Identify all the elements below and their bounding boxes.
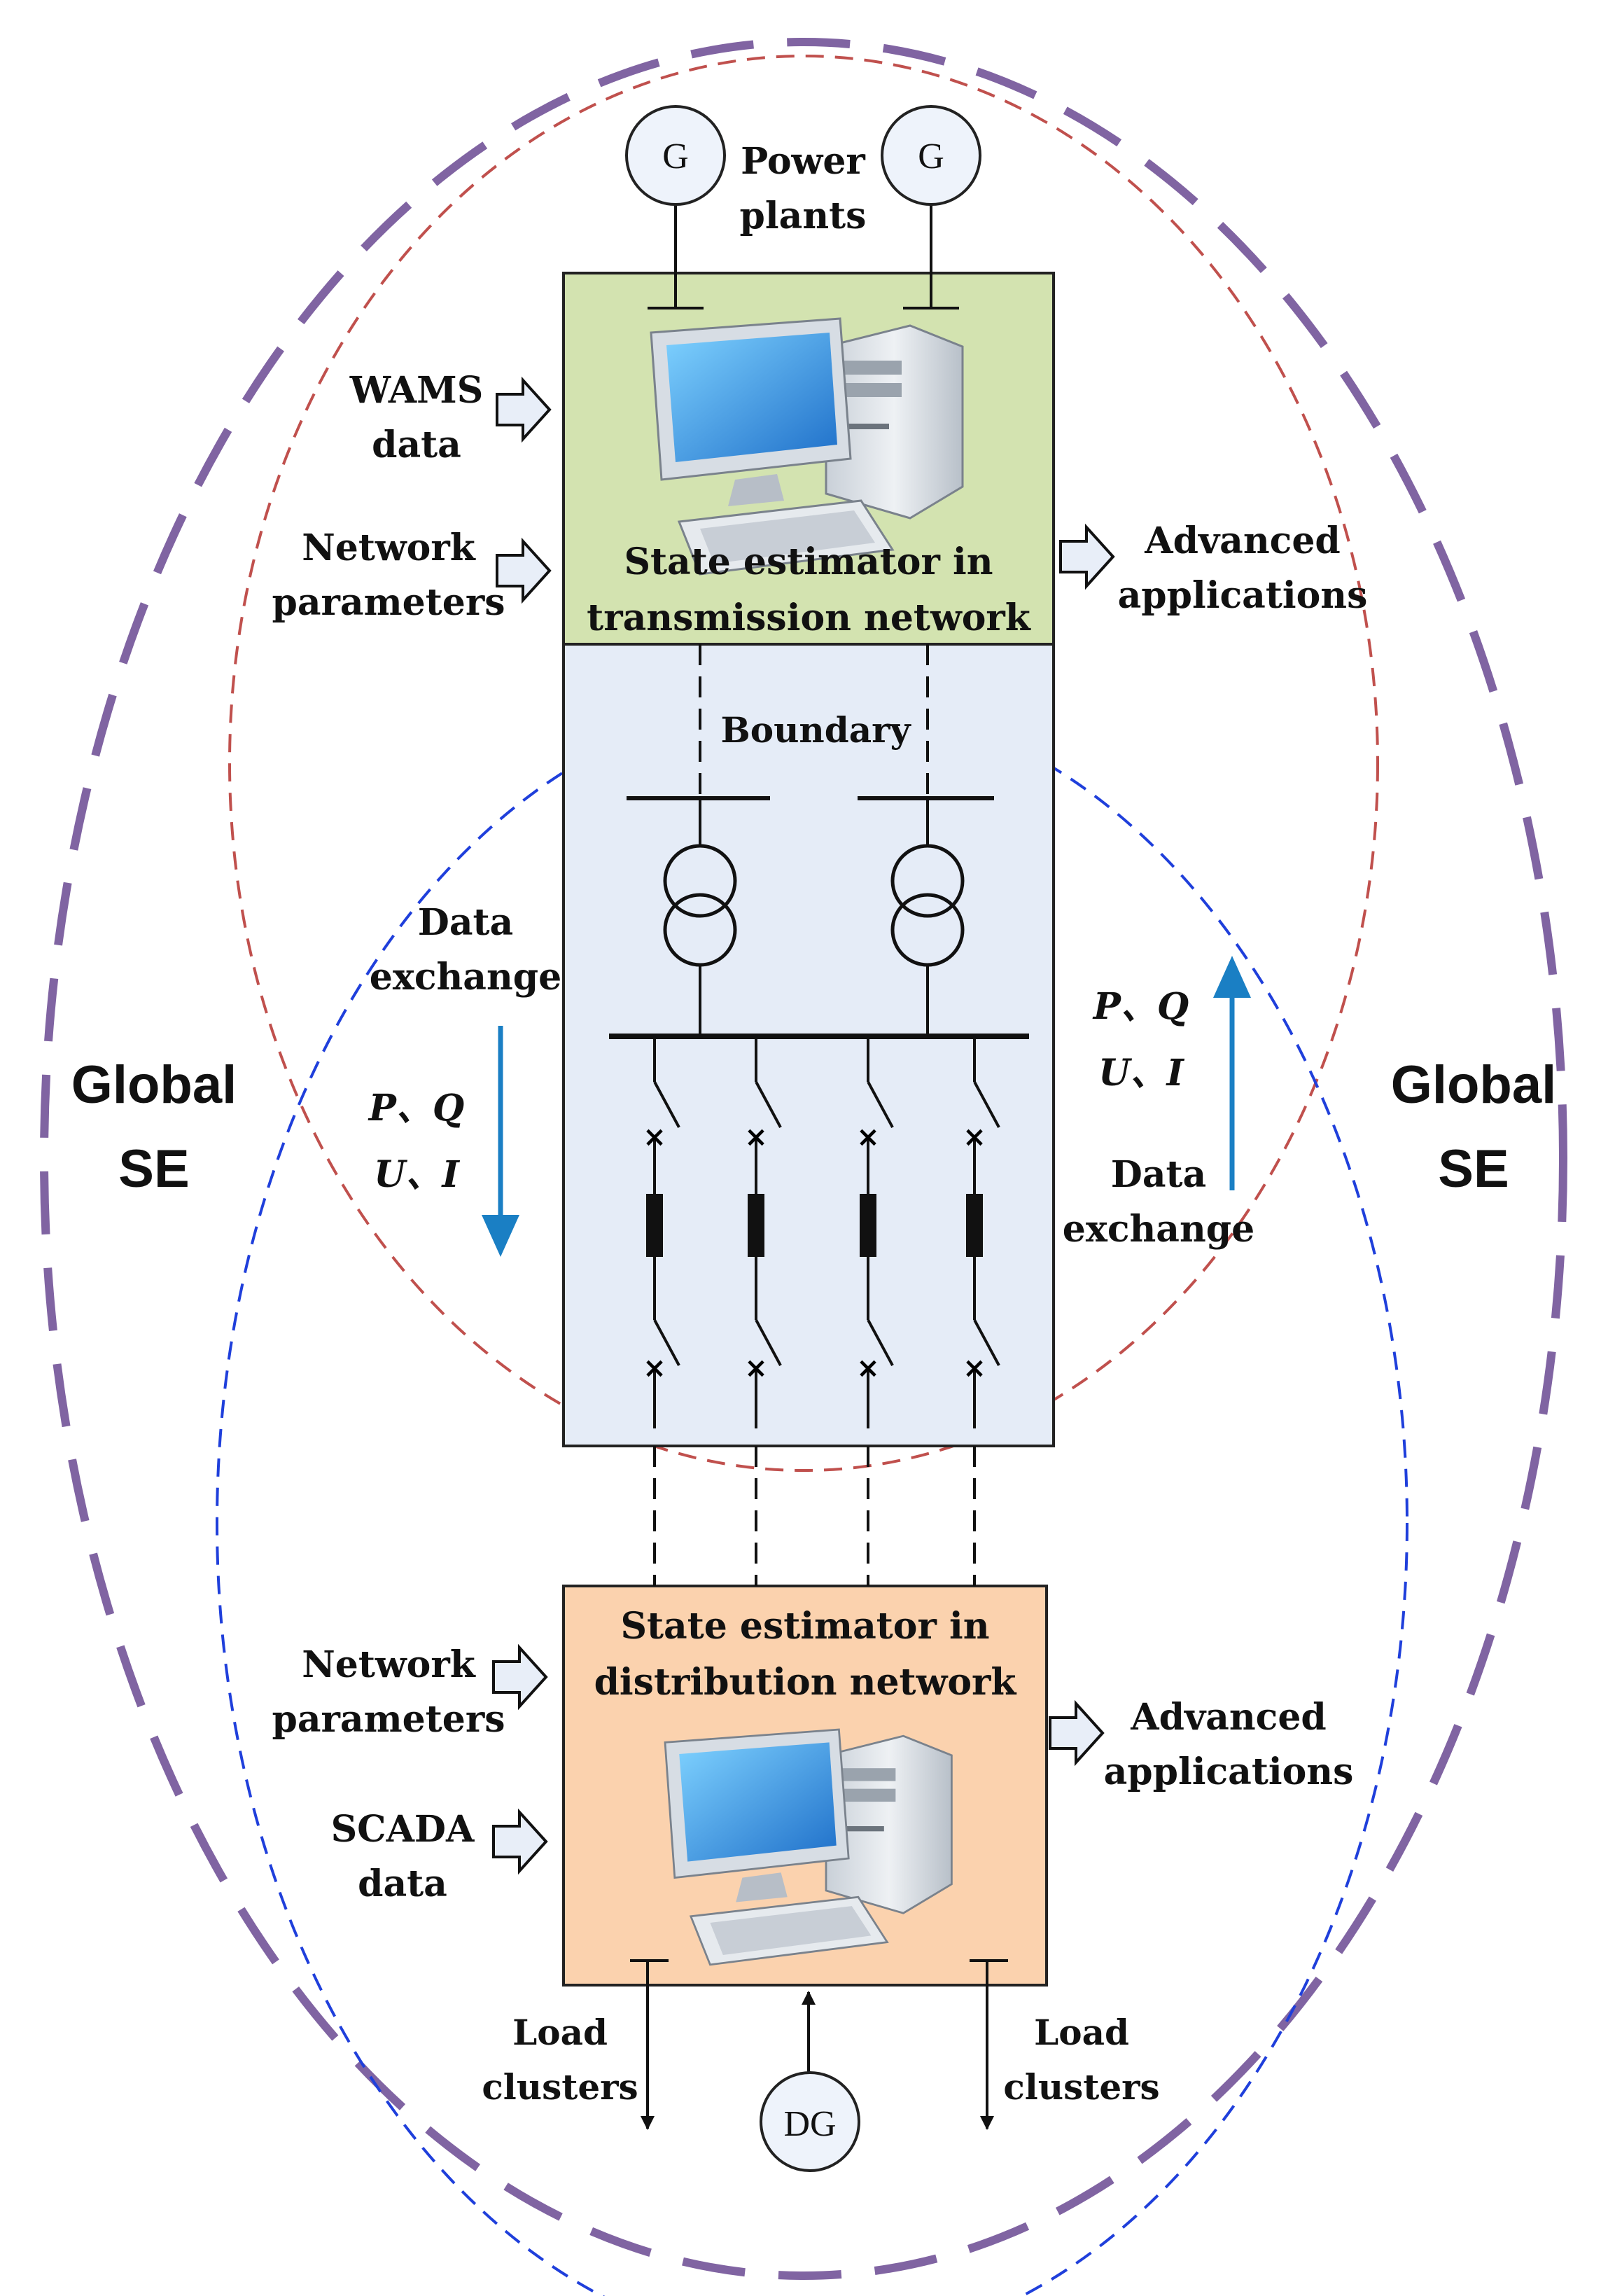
generator-left: G xyxy=(625,105,726,309)
transmission-region-ellipse xyxy=(228,55,1379,1472)
svg-text:×: × xyxy=(856,1121,880,1153)
svg-text:×: × xyxy=(744,1352,768,1384)
load-cluster-right-feeder xyxy=(970,1959,1008,2130)
hollow-arrows xyxy=(492,376,1115,1875)
svg-text:×: × xyxy=(963,1121,986,1153)
scada-input-arrow xyxy=(492,1808,548,1875)
feeder-2: ×× xyxy=(744,1036,782,1428)
boundary-title: Boundary xyxy=(720,709,911,751)
netparams-dist-input-arrow xyxy=(492,1643,548,1711)
feeder-3: ×× xyxy=(856,1036,894,1428)
svg-text:×: × xyxy=(856,1352,880,1384)
svg-text:×: × xyxy=(643,1352,666,1384)
distribution-computer-icon xyxy=(664,1728,953,1966)
transformer-left-icon xyxy=(663,798,737,1036)
netparams-trans-input-arrow xyxy=(496,537,552,604)
transformer-right-icon xyxy=(890,798,965,1036)
wams-input-arrow xyxy=(496,376,552,443)
generator-right: G xyxy=(881,105,981,309)
generator-left-symbol: G xyxy=(662,137,689,176)
boundary-box xyxy=(562,643,1055,1447)
feeder-1: ×× xyxy=(643,1036,680,1428)
svg-text:×: × xyxy=(963,1352,986,1384)
advanced-apps-trans-arrow xyxy=(1059,523,1115,590)
transmission-computer-icon xyxy=(650,317,964,576)
advanced-apps-dist-arrow xyxy=(1049,1699,1105,1767)
svg-text:×: × xyxy=(643,1121,666,1153)
distribution-region-ellipse xyxy=(216,695,1408,2296)
global-se-ellipse xyxy=(40,38,1567,2280)
feeder-switchgear: ×××××××× xyxy=(643,1036,1000,1428)
svg-text:×: × xyxy=(744,1121,768,1153)
feeder-4: ×× xyxy=(963,1036,1000,1428)
dg-unit: DG xyxy=(760,1991,860,2172)
dg-symbol: DG xyxy=(783,2104,836,2144)
generator-right-symbol: G xyxy=(918,137,944,176)
load-cluster-left-feeder xyxy=(630,1959,669,2130)
